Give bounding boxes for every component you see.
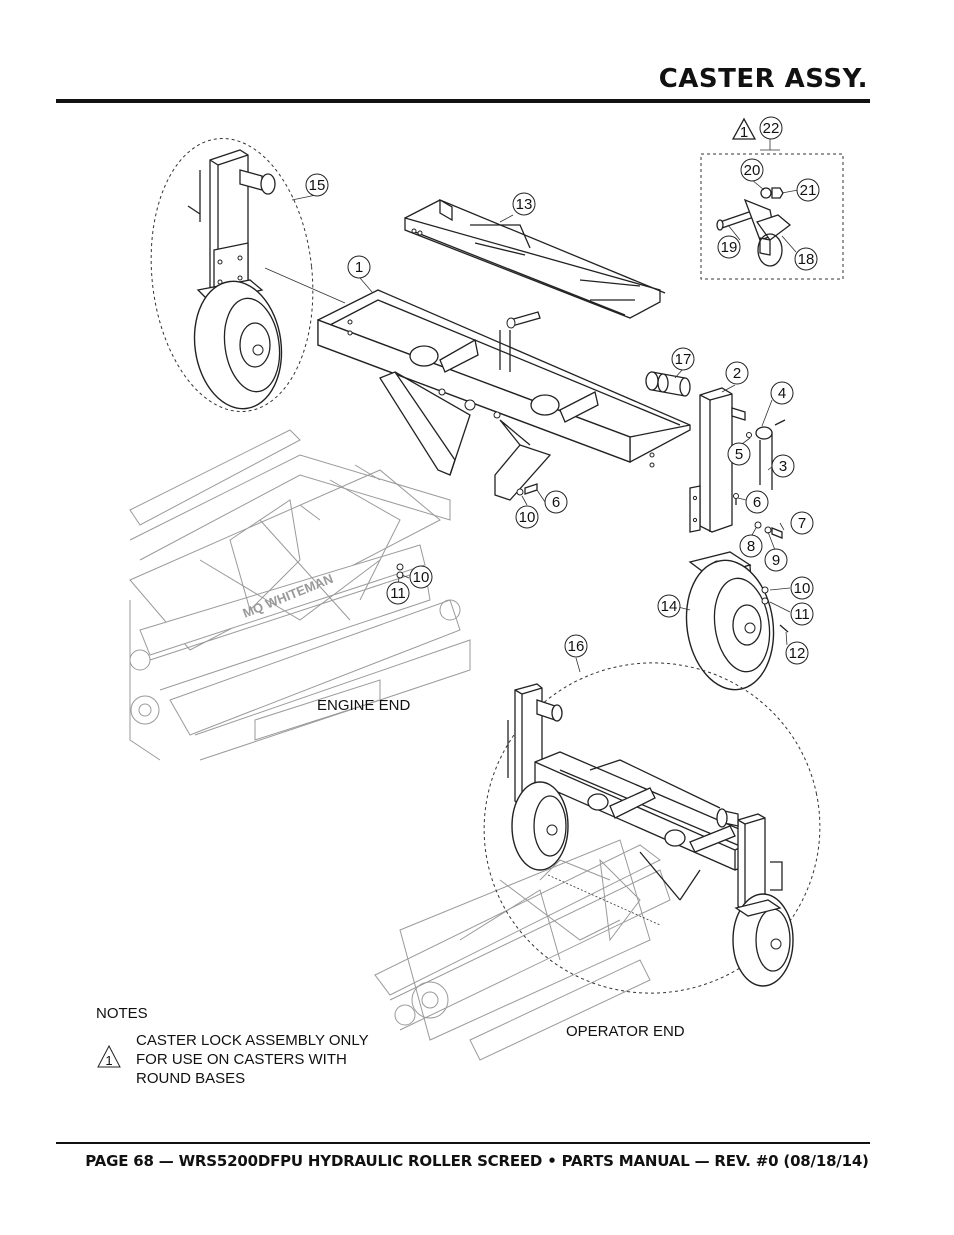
handle-3-bolt-4 xyxy=(396,419,789,633)
screed-operator-end-ghost xyxy=(374,839,671,1061)
svg-text:12: 12 xyxy=(789,645,806,662)
callout-5: 5 xyxy=(727,442,751,466)
callout-10b: 10 xyxy=(409,565,433,589)
callout-16: 16 xyxy=(564,634,588,658)
callout-14: 14 xyxy=(657,594,681,618)
svg-text:10: 10 xyxy=(519,509,536,526)
footer-rule xyxy=(56,1142,870,1144)
svg-text:6: 6 xyxy=(753,494,761,511)
svg-text:2: 2 xyxy=(733,365,741,382)
svg-text:5: 5 xyxy=(735,446,743,463)
note-ref: 1 xyxy=(105,1053,112,1068)
callout-8: 8 xyxy=(739,534,763,558)
callout-2: 2 xyxy=(725,361,749,385)
svg-text:14: 14 xyxy=(661,598,678,615)
callout-18: 18 xyxy=(794,247,818,271)
svg-text:8: 8 xyxy=(747,538,755,555)
callout-21: 21 xyxy=(796,178,820,202)
svg-text:10: 10 xyxy=(794,580,811,597)
callout-10c: 10 xyxy=(790,576,814,600)
svg-text:3: 3 xyxy=(779,458,787,475)
kit-note-triangle-icon: 1 xyxy=(731,117,757,141)
callout-6b: 6 xyxy=(544,490,568,514)
screed-engine-end-ghost xyxy=(129,429,471,761)
svg-text:20: 20 xyxy=(744,162,761,179)
callout-circles: 15 13 1 17 2 4 5 3 6 6 10 7 8 9 10 11 10… xyxy=(305,116,820,665)
engine-end-label: ENGINE END xyxy=(317,697,411,714)
callout-15: 15 xyxy=(305,173,329,197)
svg-text:11: 11 xyxy=(794,606,810,623)
callout-17: 17 xyxy=(671,347,695,371)
svg-text:15: 15 xyxy=(309,177,326,194)
callout-20: 20 xyxy=(740,158,764,182)
svg-text:17: 17 xyxy=(675,351,692,368)
svg-text:16: 16 xyxy=(568,638,585,655)
callout-7: 7 xyxy=(790,511,814,535)
svg-text:7: 7 xyxy=(798,515,806,532)
svg-text:22: 22 xyxy=(763,120,780,137)
svg-text:11: 11 xyxy=(390,585,406,602)
callout-11b: 11 xyxy=(790,602,814,626)
svg-text:10: 10 xyxy=(413,569,430,586)
notes-heading: NOTES xyxy=(96,1005,148,1022)
main-frame-1 xyxy=(317,289,691,501)
svg-text:9: 9 xyxy=(772,552,780,569)
callout-leaders xyxy=(291,179,799,673)
svg-text:6: 6 xyxy=(552,494,560,511)
callout-13: 13 xyxy=(512,192,536,216)
page-title: CASTER ASSY. xyxy=(658,64,868,94)
note-text: CASTER LOCK ASSEMBLY ONLY FOR USE ON CAS… xyxy=(136,1032,369,1087)
note-triangle-icon: 1 xyxy=(97,1044,121,1068)
callout-11a: 11 xyxy=(386,581,410,605)
callout-22: 22 xyxy=(759,116,783,140)
callout-12: 12 xyxy=(785,641,809,665)
title-rule xyxy=(56,99,870,103)
operator-end-assembly-16 xyxy=(507,683,794,987)
lock-pin-17 xyxy=(645,371,691,397)
bracket-13 xyxy=(404,198,666,319)
operator-end-label: OPERATOR END xyxy=(566,1023,685,1040)
callout-10a: 10 xyxy=(515,505,539,529)
svg-text:19: 19 xyxy=(721,239,738,256)
callout-1: 1 xyxy=(347,255,371,279)
caster-lock-kit xyxy=(716,187,792,267)
svg-text:21: 21 xyxy=(800,182,817,199)
caster-2-14 xyxy=(685,387,775,691)
page-footer: PAGE 68 — WRS5200DFPU HYDRAULIC ROLLER S… xyxy=(85,1152,869,1170)
callout-4: 4 xyxy=(770,381,794,405)
svg-text:13: 13 xyxy=(516,196,533,213)
callout-6a: 6 xyxy=(745,490,769,514)
svg-text:18: 18 xyxy=(798,251,815,268)
svg-text:1: 1 xyxy=(355,259,363,276)
svg-text:4: 4 xyxy=(778,385,786,402)
callout-19: 19 xyxy=(717,235,741,259)
caster-assembly-15 xyxy=(187,149,283,410)
callout-9: 9 xyxy=(764,548,788,572)
svg-text:1: 1 xyxy=(740,124,748,141)
callout-3: 3 xyxy=(771,454,795,478)
